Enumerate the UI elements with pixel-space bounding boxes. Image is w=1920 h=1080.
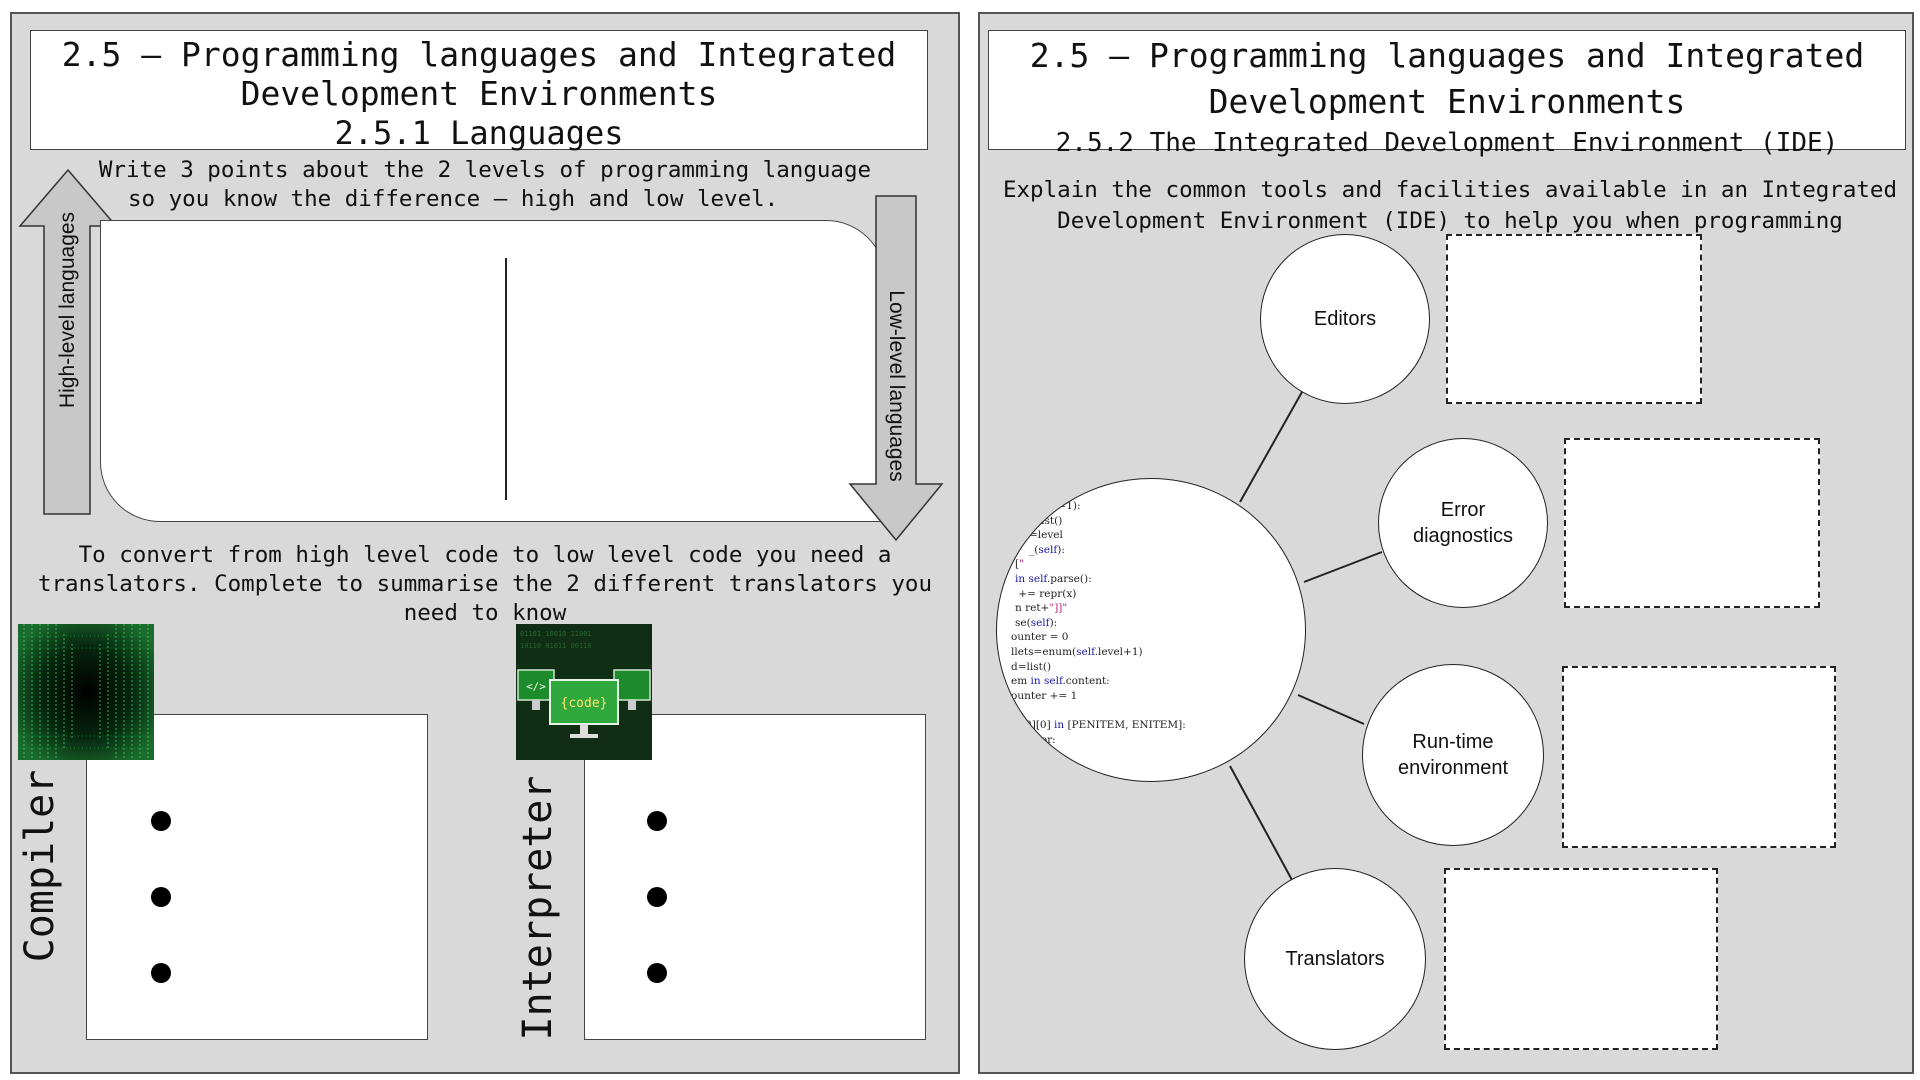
languages-instruction: Write 3 points about the 2 levels of pro… [60, 156, 910, 214]
svg-text:10110 01011 00110: 10110 01011 00110 [520, 642, 592, 650]
translators-instruction-line2: translators. Complete to summarise the 2… [37, 571, 933, 597]
right-title-line2: Development Environments [1208, 82, 1686, 121]
left-subtitle: 2.5.1 Languages [334, 114, 624, 152]
code-line: =level [1029, 529, 1063, 542]
connector-editors [1239, 391, 1303, 503]
code-glyph: {code} [561, 696, 608, 711]
error-diagnostics-node: Error diagnostics [1378, 438, 1548, 608]
code-line: ,level=1): [1029, 500, 1081, 512]
code-line: ounter += 1 [1011, 689, 1078, 702]
error-diagnostics-label-line2: diagnostics [1412, 525, 1514, 547]
code-line: em in self.content: [1011, 675, 1110, 688]
code-line: se(self): [1015, 616, 1058, 629]
code-line: =list() [1029, 514, 1063, 527]
interpreter-notes-box[interactable] [584, 714, 926, 1040]
code-line: m[0][0] in [PENITEM, ENITEM]: [1011, 718, 1186, 731]
code-line: ounter = 0 [1011, 631, 1069, 644]
translators-instruction-line3: need to know [403, 600, 567, 626]
left-title-line2: Development Environments [240, 74, 718, 113]
code-line: llets=enum(self.level+1) [1011, 645, 1143, 658]
code-line: += repr(x) [1015, 587, 1077, 600]
right-title-box: 2.5 – Programming languages and Integrat… [988, 30, 1906, 158]
code-snippet: ,level=1): =list() =level_(self): ["in self… [1011, 499, 1186, 762]
code-line: in self.parse(): [1015, 572, 1092, 585]
comparison-divider [505, 258, 507, 500]
translators-instruction: To convert from high level code to low l… [30, 541, 940, 628]
left-title-box: 2.5 – Programming languages and Integrat… [30, 30, 928, 152]
bullet-dot [647, 887, 667, 907]
error-diagnostics-answer-box[interactable] [1564, 438, 1820, 608]
ide-instruction-line2: Development Environment (IDE) to help yo… [1057, 208, 1843, 234]
code-line [1011, 703, 1186, 718]
code-line: exError: [1011, 733, 1056, 746]
runtime-environment-node: Run-time environment [1362, 664, 1544, 846]
tag-glyph: </> [526, 680, 546, 693]
low-level-arrow-icon [848, 195, 944, 542]
runtime-label-line2: environment [1397, 757, 1509, 779]
svg-text:01101 10010 11001: 01101 10010 11001 [520, 630, 592, 638]
high-low-comparison-box[interactable] [100, 220, 886, 522]
left-title-line1: 2.5 – Programming languages and Integrat… [61, 35, 897, 74]
compiler-notes-box[interactable] [86, 714, 428, 1040]
code-monitors-image: 01101 10010 11001 10110 01011 00110 </> … [516, 624, 652, 760]
code-snippet-circle: ,level=1): =list() =level_(self): ["in self… [996, 478, 1306, 782]
code-line: d=list() [1011, 660, 1052, 673]
editors-label: Editors [1313, 308, 1377, 330]
code-line: [" [1015, 558, 1024, 571]
right-subtitle: 2.5.2 The Integrated Development Environ… [1055, 128, 1839, 158]
bullet-dot [647, 811, 667, 831]
code-line: "foobar") [1011, 748, 1060, 761]
translators-node-label: Translators [1285, 948, 1385, 970]
runtime-answer-box[interactable] [1562, 666, 1836, 848]
bullet-dot [647, 963, 667, 983]
matrix-code-image [18, 624, 154, 760]
runtime-label-line1: Run-time [1412, 731, 1494, 753]
editors-answer-box[interactable] [1446, 234, 1702, 404]
languages-instruction-line1: Write 3 points about the 2 levels of pro… [98, 157, 872, 183]
code-line: _(self): [1029, 543, 1065, 556]
bullet-dot [151, 887, 171, 907]
translators-node: Translators [1244, 868, 1426, 1050]
right-title-line1: 2.5 – Programming languages and Integrat… [1029, 36, 1865, 75]
connector-translators [1229, 765, 1293, 881]
languages-instruction-line2: so you know the difference – high and lo… [128, 186, 779, 212]
ide-instruction: Explain the common tools and facilities … [990, 175, 1910, 237]
translators-answer-box[interactable] [1444, 868, 1718, 1050]
bullet-dot [151, 963, 171, 983]
ide-instruction-line1: Explain the common tools and facilities … [1002, 177, 1898, 203]
code-line: n ret+"]]" [1015, 602, 1068, 615]
error-diagnostics-label-line1: Error [1440, 499, 1486, 521]
editors-node: Editors [1260, 234, 1430, 404]
connector-runtime [1297, 694, 1365, 725]
connector-error [1303, 551, 1383, 583]
bullet-dot [151, 811, 171, 831]
translators-instruction-line1: To convert from high level code to low l… [78, 542, 892, 568]
